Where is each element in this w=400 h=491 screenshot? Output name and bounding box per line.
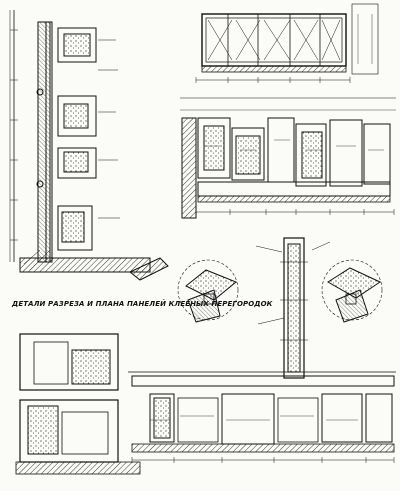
middle-section: [180, 97, 396, 219]
top-elevation-panel: [195, 3, 379, 83]
left-caption: ДЕТАЛИ РАЗРЕЗА И ПЛАНА ПАНЕЛЕЙ КЛЕЕНЫХ П…: [12, 300, 273, 308]
bottom-plan: [15, 333, 396, 475]
joint-details: [177, 237, 383, 379]
left-vertical-section: [9, 10, 169, 281]
